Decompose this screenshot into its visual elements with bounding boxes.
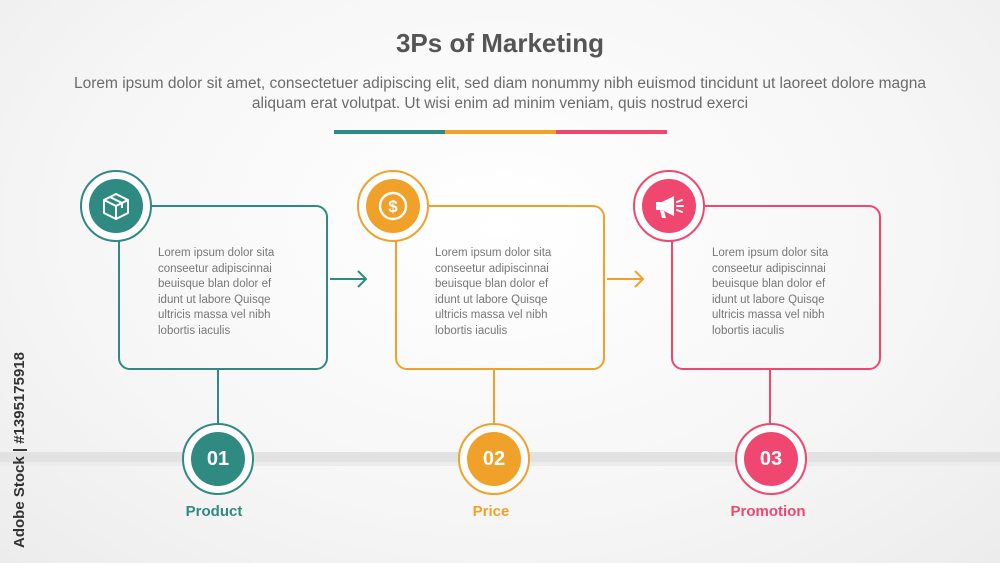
arrow-right-icon [330, 270, 368, 288]
number-ring-price: 02 [458, 423, 530, 495]
step-label-promotion: Promotion [730, 503, 806, 520]
number-badge-promotion: 03 [744, 432, 798, 486]
number-ring-promotion: 03 [735, 423, 807, 495]
divider-orange [445, 130, 556, 134]
package-box-icon [103, 193, 129, 220]
step-text-product: Lorem ipsum dolor sita conseetur adipisc… [158, 247, 275, 337]
step-box-promotion [671, 205, 881, 370]
step-text-price: Lorem ipsum dolor sita conseetur adipisc… [435, 247, 552, 337]
number-ring-product: 01 [182, 423, 254, 495]
icon-ring-price: $ [357, 170, 429, 242]
icon-ring-product [80, 170, 152, 242]
stem-product [217, 370, 219, 427]
icon-badge-price: $ [366, 179, 420, 233]
stem-promotion [769, 370, 771, 427]
step-label-product: Product [185, 503, 243, 520]
divider-pink [556, 130, 667, 134]
watermark-text: Adobe Stock | #1395175918 [11, 352, 28, 548]
icon-ring-promotion [633, 170, 705, 242]
step-text-promotion: Lorem ipsum dolor sita conseetur adipisc… [712, 247, 829, 337]
icon-badge-product [89, 179, 143, 233]
dollar-coin-icon: $ [378, 191, 408, 221]
svg-text:$: $ [388, 197, 398, 216]
step-box-product [118, 205, 328, 370]
step-label-price: Price [472, 503, 510, 520]
megaphone-icon [656, 196, 684, 218]
number-badge-price: 02 [467, 432, 521, 486]
page-title: 3Ps of Marketing [395, 28, 605, 58]
number-badge-product: 01 [191, 432, 245, 486]
page-subtitle: Lorem ipsum dolor sit amet, consectetuer… [73, 75, 927, 112]
divider-teal [334, 130, 445, 134]
arrow-right-icon [607, 270, 645, 288]
stem-price [493, 370, 495, 427]
svg-text:Adobe Stock | #1395175918: Adobe Stock | #1395175918 [11, 352, 28, 548]
step-box-price [395, 205, 605, 370]
icon-badge-promotion [642, 179, 696, 233]
